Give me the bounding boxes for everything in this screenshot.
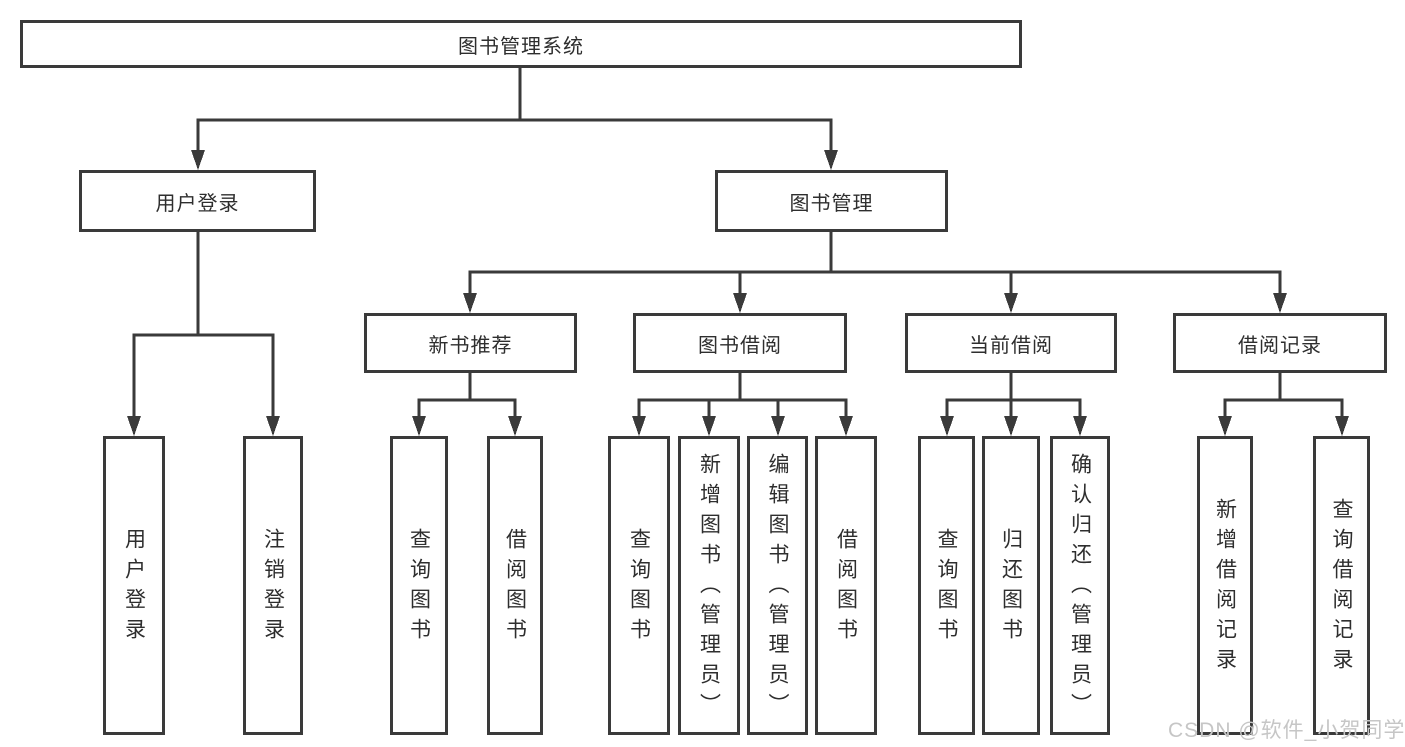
node-book-borrow: 图书借阅	[633, 313, 847, 373]
node-user-login: 用户登录	[79, 170, 316, 232]
leaf-query-books-recommend: 查询图书	[390, 436, 448, 735]
leaf-edit-book-admin: 编辑图书（管理员）	[747, 436, 808, 735]
leaf-add-book-admin: 新增图书（管理员）	[678, 436, 740, 735]
leaf-query-borrow-record: 查询借阅记录	[1313, 436, 1370, 735]
leaf-return-book: 归还图书	[982, 436, 1040, 735]
node-new-book-recommend: 新书推荐	[364, 313, 577, 373]
node-borrow-records: 借阅记录	[1173, 313, 1387, 373]
leaf-query-books-borrow: 查询图书	[608, 436, 670, 735]
leaf-logout: 注销登录	[243, 436, 303, 735]
leaf-query-books-current: 查询图书	[918, 436, 975, 735]
leaf-user-login: 用户登录	[103, 436, 165, 735]
leaf-borrow-books-recommend: 借阅图书	[487, 436, 543, 735]
leaf-add-borrow-record: 新增借阅记录	[1197, 436, 1253, 735]
watermark: CSDN @软件_小贺同学	[1168, 719, 1405, 742]
node-book-management: 图书管理	[715, 170, 948, 232]
leaf-borrow-books: 借阅图书	[815, 436, 877, 735]
node-current-borrow: 当前借阅	[905, 313, 1117, 373]
node-root: 图书管理系统	[20, 20, 1022, 68]
leaf-confirm-return-admin: 确认归还（管理员）	[1050, 436, 1110, 735]
